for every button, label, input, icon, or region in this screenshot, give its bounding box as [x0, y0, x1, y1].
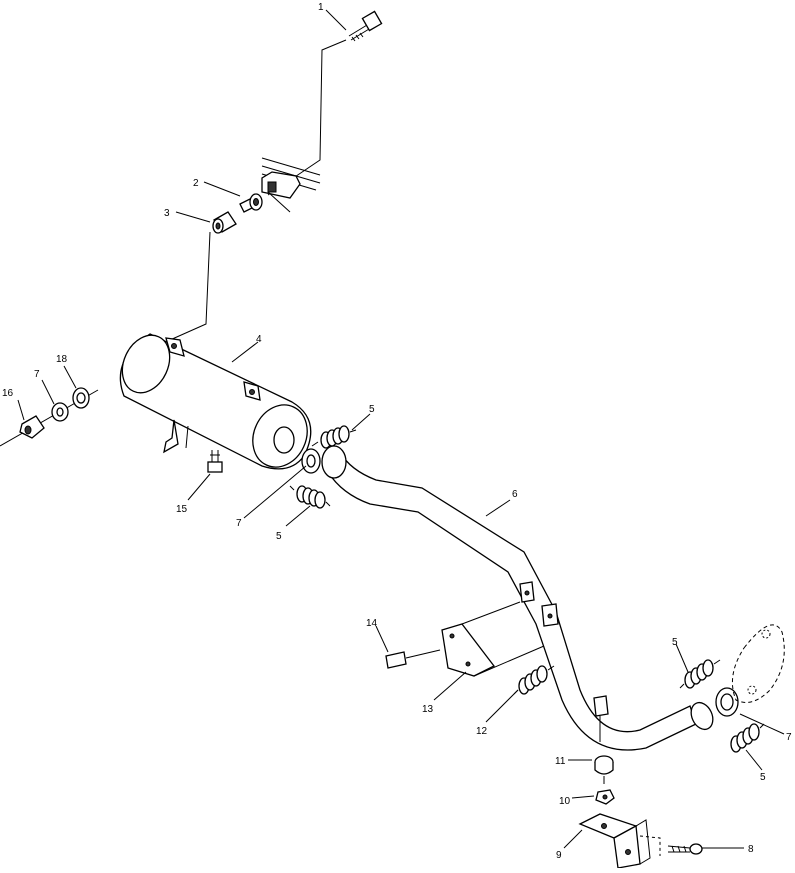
callout-7-left: 7	[34, 369, 40, 380]
callout-labels: 1 2 3 4 18 7 16 5 15 7 5 6 14 13 12 5 7 …	[2, 2, 792, 861]
part-14-bolt	[385, 649, 441, 669]
part-5-spring-upper	[311, 425, 357, 449]
callout-5-lower: 5	[276, 531, 282, 542]
frame-bracket	[261, 157, 321, 213]
leader-lines	[17, 9, 785, 849]
part-5-spring-right-lower	[730, 723, 765, 753]
callout-9: 9	[556, 850, 562, 861]
part-13-heat-shield	[441, 601, 545, 677]
part-2-grommet	[239, 193, 263, 213]
part-5-spring-right-upper	[679, 659, 721, 689]
part-12-spring	[513, 665, 555, 695]
part-3-bushing	[212, 211, 237, 234]
callout-7-right: 7	[786, 732, 792, 743]
part-4-muffler	[119, 333, 312, 470]
callout-5-upper: 5	[369, 404, 375, 415]
callout-12: 12	[476, 726, 488, 737]
part-18-grommet	[72, 387, 90, 409]
callout-16: 16	[2, 388, 14, 399]
callout-6: 6	[512, 489, 518, 500]
callout-11: 11	[555, 756, 566, 767]
part-8-bolt	[667, 843, 703, 855]
callout-3: 3	[164, 208, 170, 219]
part-15-drain-bolt	[207, 450, 223, 473]
hanger-rod-upper	[267, 39, 347, 196]
callout-18: 18	[56, 354, 68, 365]
callout-13: 13	[422, 704, 434, 715]
callout-7-muffler: 7	[236, 518, 242, 529]
engine-flange-outline	[731, 624, 785, 703]
part-17-washer	[51, 402, 69, 422]
part-7-gasket-engine	[715, 687, 739, 717]
callout-8: 8	[748, 844, 754, 855]
part-7-gasket-muffler	[301, 448, 321, 474]
callout-1: 1	[318, 2, 324, 13]
callout-10: 10	[559, 796, 571, 807]
part-10-nut	[595, 789, 615, 805]
callout-2: 2	[193, 178, 199, 189]
part-5-spring-lower	[289, 485, 331, 509]
callout-5-right-lower: 5	[760, 772, 766, 783]
part-6-exhaust-pipe	[321, 445, 714, 751]
callout-4: 4	[256, 334, 262, 345]
part-16-nut	[19, 415, 45, 439]
callout-14: 14	[366, 618, 378, 629]
part-11-grommet	[594, 755, 614, 784]
callout-15: 15	[176, 504, 188, 515]
part-1-bolt	[348, 10, 383, 42]
part-9-bracket	[578, 813, 661, 869]
callout-5-right-upper: 5	[672, 637, 678, 648]
hanger-rod-lower	[169, 231, 211, 341]
